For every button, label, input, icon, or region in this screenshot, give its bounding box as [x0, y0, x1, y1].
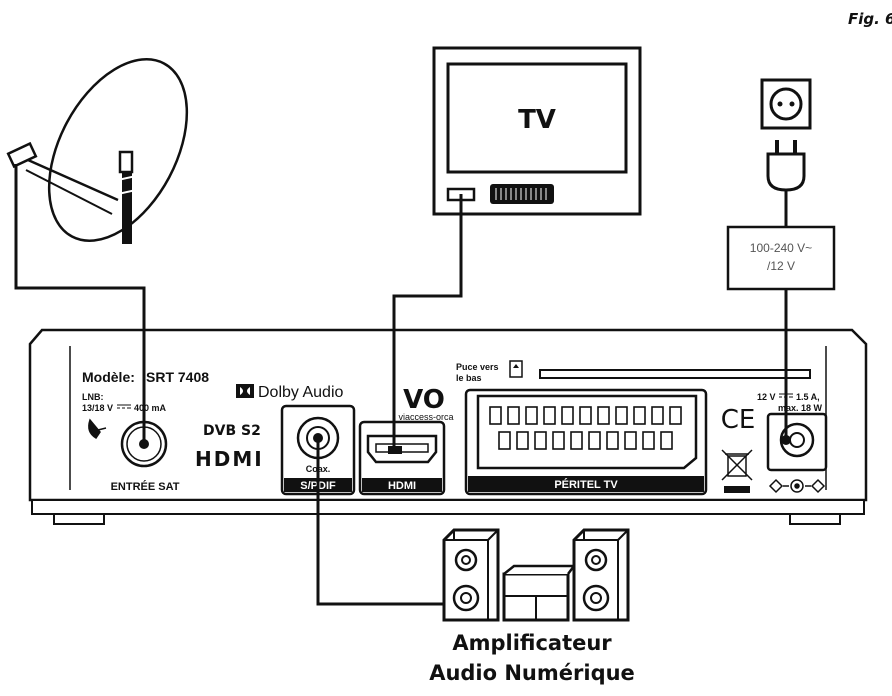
hdmi-cable [392, 194, 463, 450]
weee-bin-icon [721, 449, 753, 481]
tv-icon [432, 46, 642, 216]
chip-hint-line2: le bas [456, 373, 482, 383]
dolby-logo-icon [236, 384, 254, 398]
satellite-dish-icon [6, 58, 189, 244]
model-number: SRT 7408 [146, 369, 209, 385]
ce-mark: CE [721, 405, 756, 435]
power-current: 1.5 A, [796, 392, 820, 402]
hdmi-logo: HDMI [195, 447, 264, 471]
dvb-logo: DVB S2 [203, 423, 261, 439]
power-max: max. 18 W [778, 403, 823, 413]
lnb-voltage: 13/18 V [82, 403, 113, 413]
sat-cable [14, 164, 146, 444]
adapter-voltage-line2: /12 V [767, 259, 795, 273]
hdmi-port-label: HDMI [388, 480, 416, 492]
wall-socket-icon [760, 78, 812, 130]
amplifier-speakers-icon [442, 528, 630, 622]
power-plug-icon [766, 140, 806, 227]
viaccess-label: viaccess-orca [398, 412, 453, 422]
spdif-cable [316, 438, 444, 606]
figure-label: Fig. 6 [848, 10, 892, 28]
amplifier-label-line2: Audio Numérique [429, 661, 635, 685]
lnb-current: 400 mA [134, 403, 167, 413]
adapter-voltage-line1: 100-240 V~ [750, 241, 812, 255]
chip-hint-line1: Puce vers [456, 362, 499, 372]
power-adapter [726, 225, 836, 291]
card-slot [539, 369, 811, 379]
tv-label: TV [518, 105, 556, 135]
lnb-label: LNB: [82, 392, 104, 402]
polarity-icon [768, 478, 826, 494]
sat-input-label: ENTRÉE SAT [111, 480, 180, 493]
scart-label: PÉRITEL TV [554, 478, 618, 491]
chip-direction-icon [509, 360, 523, 378]
model-label: Modèle: [82, 369, 135, 385]
dolby-label: Dolby Audio [258, 384, 343, 401]
power-voltage: 12 V [757, 392, 776, 402]
dish-small-icon [88, 418, 107, 440]
vo-logo: VO [403, 385, 445, 415]
amplifier-label-line1: Amplificateur [452, 631, 612, 655]
tv-scart-port [490, 184, 554, 204]
